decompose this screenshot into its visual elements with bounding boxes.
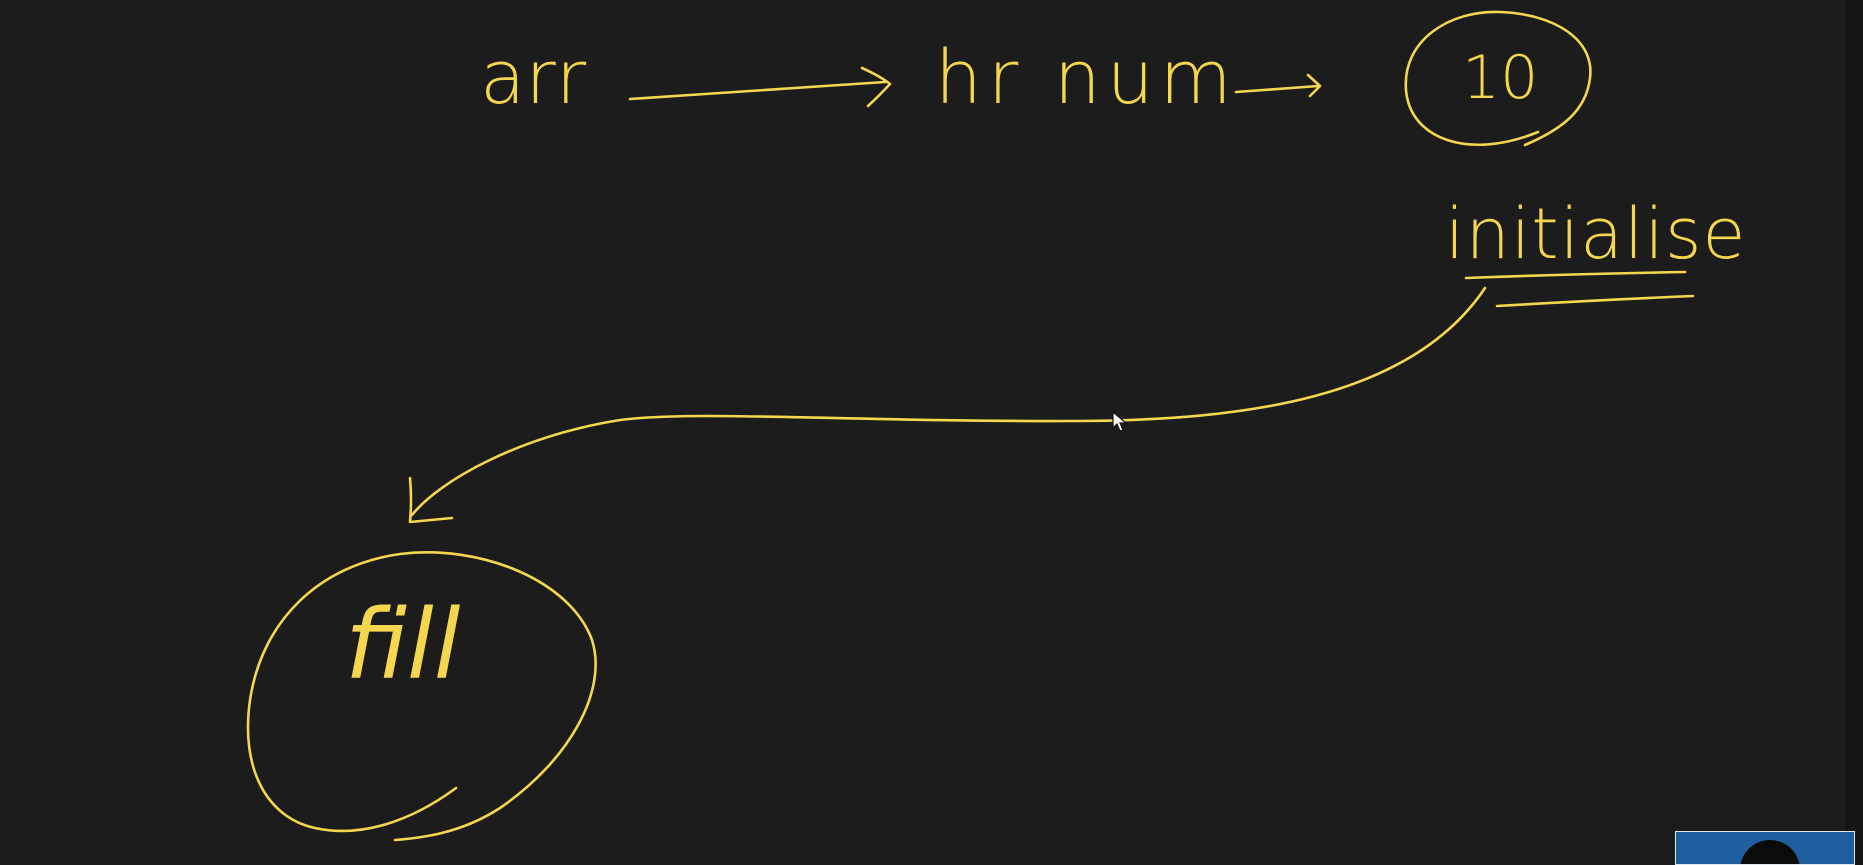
ellipse-around-fill	[246, 551, 597, 842]
mouse-pointer-icon	[1112, 411, 1128, 432]
underline-initialise-2	[1495, 294, 1695, 308]
label-hr-num: hr num	[935, 35, 1238, 121]
circle-around-ten	[1404, 10, 1592, 147]
webcam-overlay	[1675, 831, 1855, 865]
label-fill: fill	[345, 589, 461, 701]
arrowhead-initialise-to-fill	[408, 476, 454, 524]
right-edge-strip	[1845, 0, 1863, 865]
arrow-arr-to-hrnum	[628, 80, 887, 101]
arrow-hrnum-to-ten	[1234, 84, 1320, 94]
label-initialise: initialise	[1445, 193, 1746, 275]
arrowhead-arr-to-hrnum	[860, 66, 892, 108]
label-arr: arr	[480, 35, 587, 121]
label-ten: 10	[1462, 43, 1538, 113]
webcam-presenter-silhouette	[1740, 840, 1800, 864]
arrow-initialise-to-fill	[410, 286, 1487, 517]
underline-initialise-1	[1464, 270, 1687, 280]
arrowhead-hrnum-to-ten	[1306, 73, 1322, 98]
